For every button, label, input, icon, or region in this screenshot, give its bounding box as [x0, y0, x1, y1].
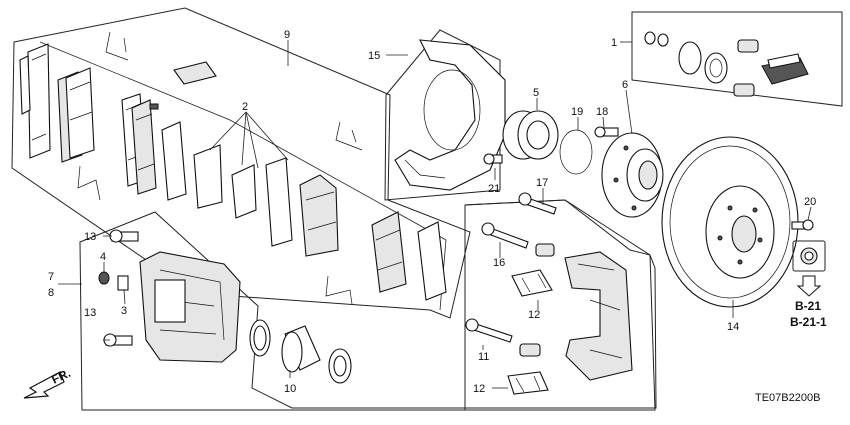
guide-pin-16: [481, 222, 529, 249]
front-direction-arrow: [23, 371, 65, 399]
callout-13-lower: 13: [84, 307, 96, 319]
callout-15: 15: [368, 50, 380, 62]
splash-shield: [394, 39, 506, 191]
pad-group-box-9: [11, 7, 471, 319]
hub-bearing: [502, 110, 559, 160]
callout-9: 9: [284, 29, 290, 41]
bleeder-screw-3: [117, 275, 129, 291]
callout-19: 19: [571, 106, 583, 118]
callout-8: 8: [48, 287, 54, 299]
pad-spring-2: [77, 165, 101, 201]
brake-pad-inner-1: [57, 67, 95, 163]
guide-pin-11: [465, 318, 513, 343]
piston-boot: [328, 348, 352, 384]
leader-lines: [58, 40, 812, 389]
callout-20: 20: [804, 196, 816, 208]
callout-21: 21: [488, 183, 500, 195]
callout-1: 1: [611, 37, 617, 49]
callout-3: 3: [121, 305, 127, 317]
brake-pad-shim-3: [231, 164, 257, 219]
brake-pad-outer-1: [19, 43, 51, 159]
pad-grease-pack: [173, 61, 217, 85]
brake-pad-6: [371, 211, 407, 293]
brake-pad-4: [265, 157, 293, 247]
callout-12-upper: 12: [528, 309, 540, 321]
caliper-bolt-13-upper: [109, 229, 139, 243]
callout-12-lower: 12: [473, 383, 485, 395]
brake-disc: [661, 136, 799, 308]
piston: [281, 325, 321, 373]
brake-pad-7: [417, 221, 447, 301]
front-direction-label: FR.: [49, 366, 72, 387]
callout-17: 17: [536, 177, 548, 189]
pad-spring-1: [105, 31, 129, 61]
pad-retainer-12-upper: [511, 269, 553, 297]
brake-pad-2: [131, 99, 157, 195]
brake-pad-5: [299, 174, 339, 257]
caliper-bracket: [564, 251, 633, 381]
snap-ring: [559, 129, 593, 175]
callout-11: 11: [478, 351, 489, 363]
pad-retainer-12-lower: [507, 371, 549, 395]
callout-6: 6: [622, 79, 628, 91]
hub-bolt: [594, 126, 619, 138]
bracket-group-box: [464, 199, 656, 411]
wheel-hub: [601, 132, 664, 218]
callout-14: 14: [727, 321, 739, 333]
callout-2: 2: [242, 101, 248, 113]
reference-b21: B-21: [795, 299, 821, 313]
guide-pin-17: [518, 192, 557, 215]
ref-arrow: [796, 275, 822, 297]
pad-spring-3: [335, 121, 363, 151]
pad-screw: [149, 103, 159, 110]
piston-seal: [249, 319, 271, 357]
pin-boot-upper: [535, 243, 555, 257]
callout-13-upper: 13: [84, 231, 96, 243]
brake-pad-3: [161, 121, 187, 201]
brake-pad-shim-2: [193, 144, 223, 209]
callout-7: 7: [48, 271, 54, 283]
pad-spring-4: [325, 275, 353, 305]
callout-16: 16: [493, 257, 505, 269]
callout-4: 4: [100, 251, 106, 263]
callout-5: 5: [533, 87, 539, 99]
disc-screw: [791, 219, 814, 231]
ref-nut-box: [792, 240, 826, 272]
bleeder-cap-4: [98, 271, 110, 285]
callout-18: 18: [596, 106, 608, 118]
caliper-body: [139, 251, 241, 363]
diagram-code: TE07B2200B: [755, 392, 820, 404]
seal-kit-parts: [644, 31, 809, 97]
seal-kit-box-1: [631, 11, 843, 107]
reference-b21-1: B-21-1: [790, 315, 827, 329]
callout-10: 10: [284, 383, 296, 395]
splash-shield-bolt: [483, 153, 503, 165]
pin-boot-lower: [519, 343, 541, 357]
